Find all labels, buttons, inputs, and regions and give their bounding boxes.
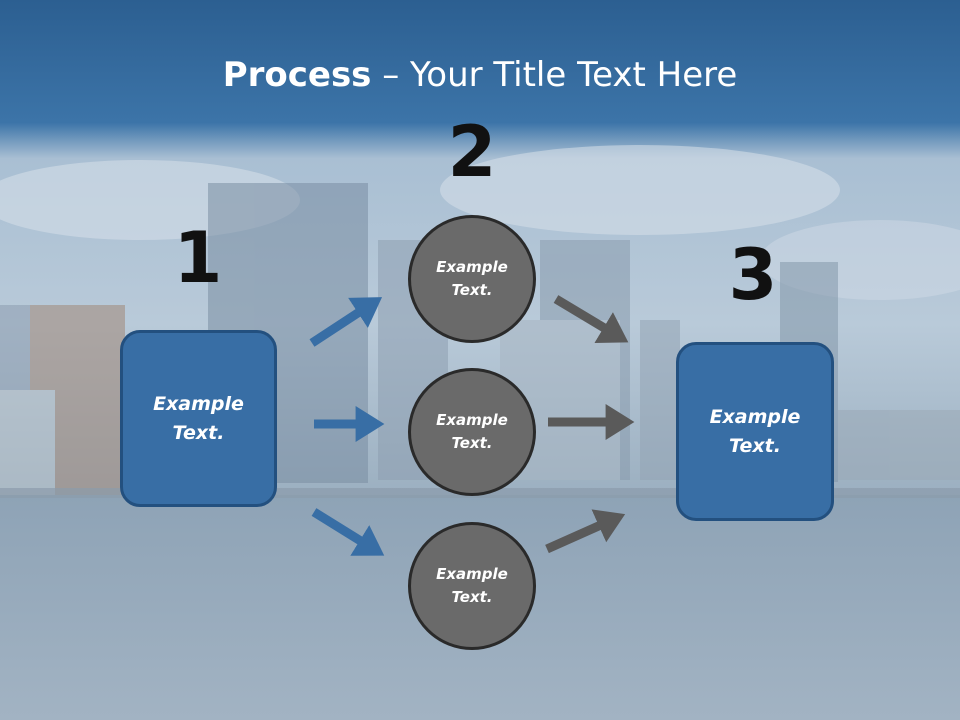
step-3-box-text: Example Text.	[710, 403, 801, 461]
circle-middle-line1: Example	[436, 411, 508, 429]
step-2-circle-middle: Example Text.	[408, 368, 536, 496]
circle-middle-line2: Text.	[451, 434, 493, 452]
step-2-circle-top: Example Text.	[408, 215, 536, 343]
step-number-3: 3	[728, 234, 778, 316]
step-1-box-line2: Text.	[172, 421, 225, 444]
step-1-box: Example Text.	[120, 330, 277, 507]
step-number-1: 1	[173, 217, 223, 299]
circle-bottom-line2: Text.	[451, 588, 493, 606]
step-1-box-text: Example Text.	[153, 390, 244, 448]
step-3-box: Example Text.	[676, 342, 834, 521]
title-bold: Process	[222, 55, 372, 95]
circle-bottom-line1: Example	[436, 565, 508, 583]
step-number-2: 2	[447, 111, 497, 193]
step-3-box-line2: Text.	[729, 434, 781, 457]
slide-title: Process – Your Title Text Here	[0, 52, 960, 98]
title-rest: – Your Title Text Here	[371, 55, 738, 95]
circle-top-line2: Text.	[451, 281, 493, 299]
circle-top-line1: Example	[436, 258, 508, 276]
step-3-box-line1: Example	[709, 405, 801, 428]
step-1-box-line1: Example	[153, 392, 244, 415]
step-2-circle-bottom: Example Text.	[408, 522, 536, 650]
